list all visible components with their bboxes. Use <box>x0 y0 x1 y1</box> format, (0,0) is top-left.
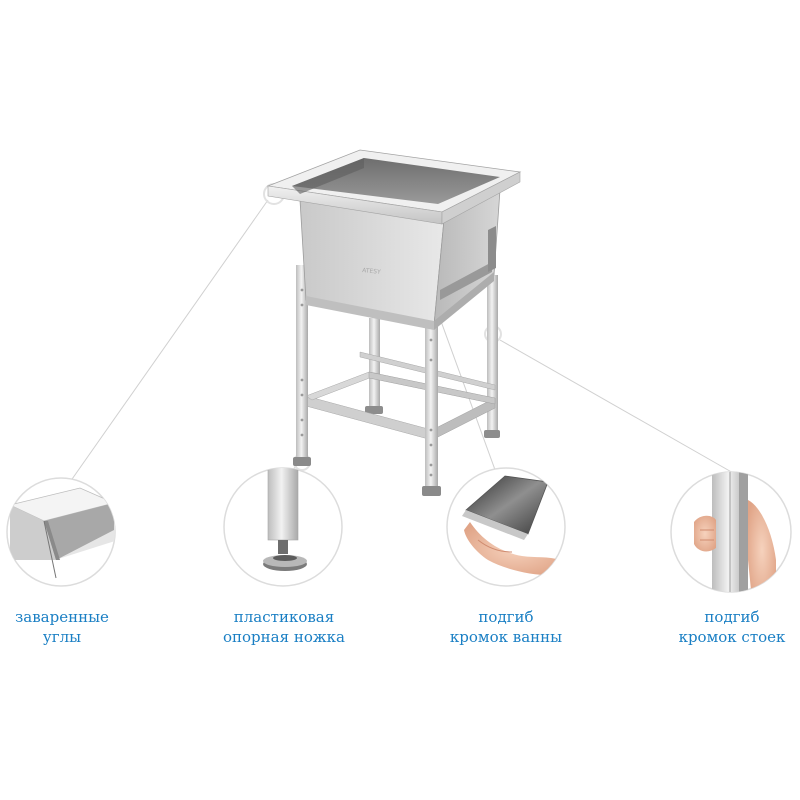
feature-label-plastic-foot: пластиковая опорная ножка <box>194 607 374 647</box>
detail-circle-plastic-foot <box>223 467 343 587</box>
feature-label-line1: пластиковая <box>233 608 335 626</box>
feature-label-welded-corners: заваренные углы <box>0 607 152 647</box>
detail-circle-bath-edges <box>446 467 566 587</box>
feature-label-line2: опорная ножка <box>223 628 345 646</box>
welded-corner-icon <box>8 487 115 579</box>
feature-label-line2: кромок ванны <box>449 628 563 646</box>
feature-label-line1: заваренные <box>15 608 109 626</box>
sink-unit: ATESY <box>266 149 522 496</box>
feature-label-line2: кромок стоек <box>678 628 786 646</box>
brand-mark: ATESY <box>362 267 382 276</box>
feature-label-bath-edges: подгиб кромок ванны <box>416 607 596 647</box>
feature-label-line1: подгиб <box>478 608 534 626</box>
detail-circle-welded-corners <box>6 477 116 587</box>
feature-label-line1: подгиб <box>704 608 760 626</box>
feature-label-line2: углы <box>42 628 82 646</box>
bent-edge-icon <box>462 475 565 576</box>
detail-circle-post-edges <box>670 471 792 593</box>
feature-label-post-edges: подгиб кромок стоек <box>642 607 800 647</box>
bent-post-edge-icon <box>694 472 776 592</box>
plastic-foot-icon <box>263 468 307 571</box>
